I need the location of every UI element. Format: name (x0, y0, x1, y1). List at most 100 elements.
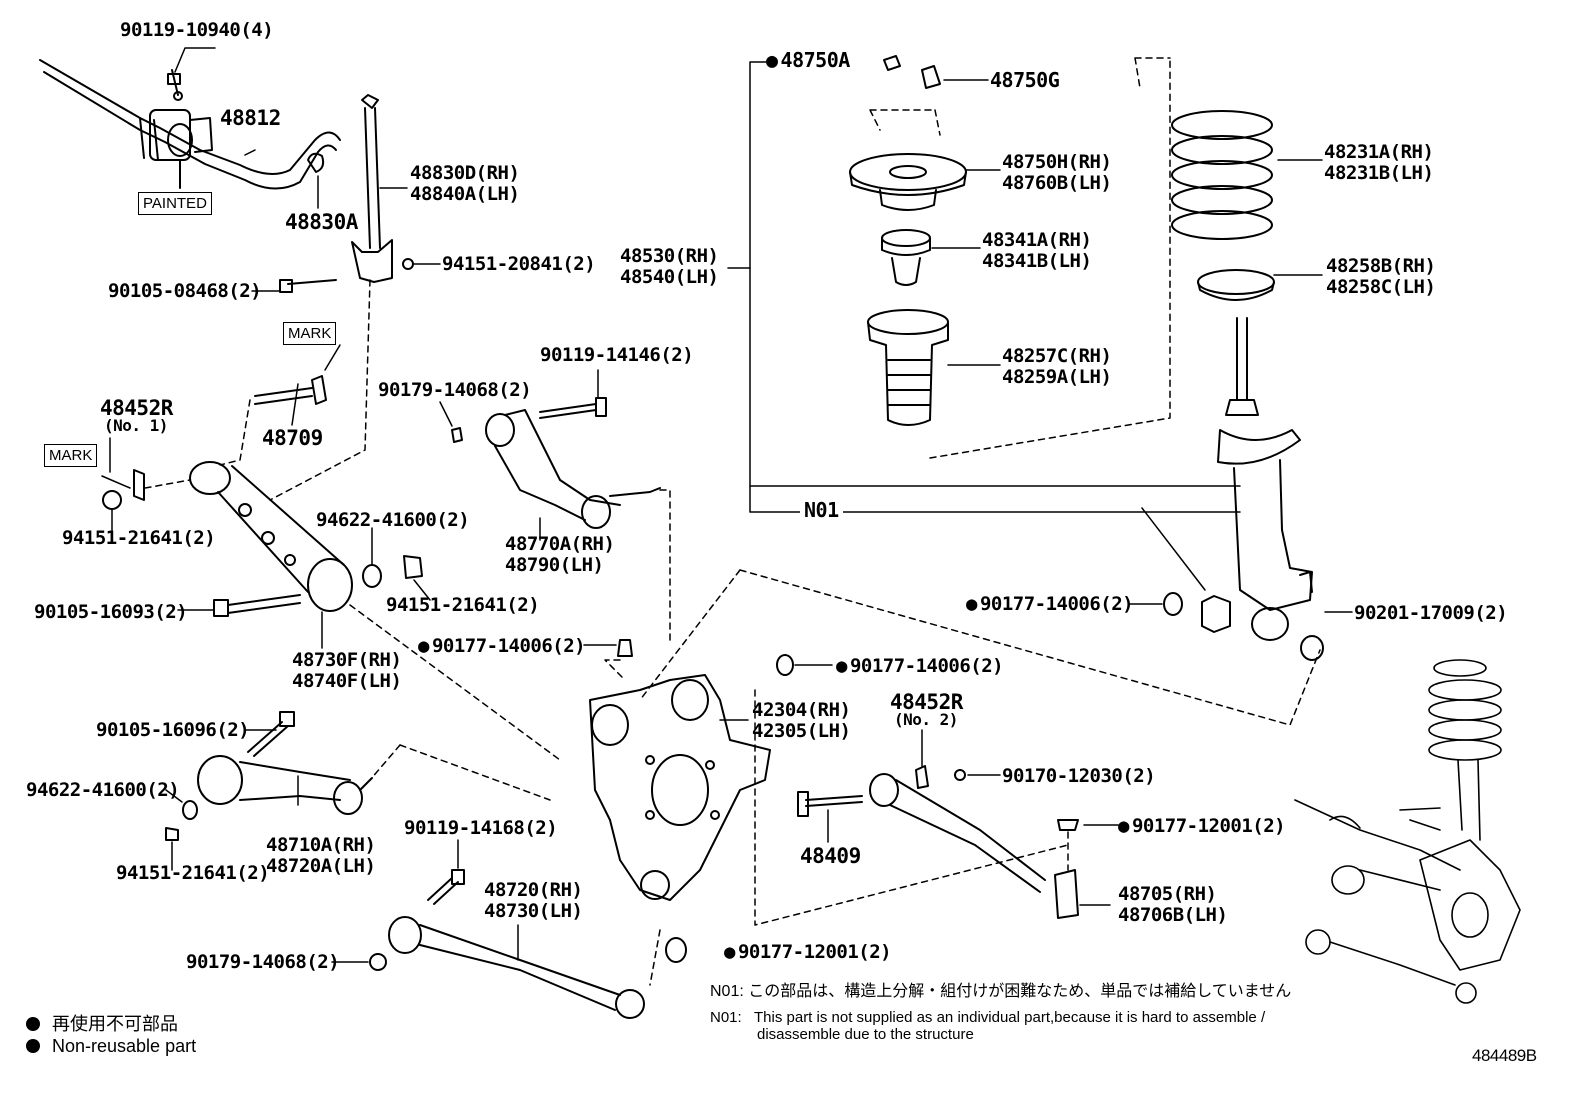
arm-48770A (485, 409, 661, 529)
nut-94151-b (403, 555, 423, 579)
label-48812: 48812 (220, 106, 281, 130)
label-48257C: 48257C(RH) (1002, 345, 1112, 367)
bushing-shock (1201, 595, 1231, 633)
label-48750H-48760B: 48750H(RH) 48760B(LH) (1002, 151, 1112, 194)
stabilizer-link (351, 94, 393, 283)
washer-48452R-no2 (915, 765, 929, 789)
shock-absorber-48530 (1217, 317, 1313, 641)
boot-48257C (867, 309, 949, 426)
assembly-preview (1294, 659, 1521, 1004)
label-48710A: 48710A(RH) (266, 834, 376, 856)
label-48530-48540: 48530(RH) 48540(LH) (620, 245, 719, 288)
legend-en-text: Non-reusable part (52, 1036, 197, 1056)
bolt-48409 (797, 791, 863, 817)
figure-id: 484489B (1472, 1046, 1537, 1065)
label-48530: 48530(RH) (620, 245, 719, 267)
label-48257C-48259A: 48257C(RH) 48259A(LH) (1002, 345, 1112, 388)
bolt-48709 (254, 375, 327, 426)
washer-94622-a (362, 564, 382, 588)
label-48341B: 48341B(LH) (982, 250, 1092, 272)
label-48790: 48790(LH) (505, 554, 604, 576)
label-48258C: 48258C(LH) (1326, 276, 1436, 298)
nut-48750G (921, 65, 941, 89)
label-48730: 48730(LH) (484, 900, 583, 922)
label-48740F: 48740F(LH) (292, 670, 402, 692)
note-n01-en-line2: disassemble due to the structure (757, 1026, 974, 1043)
label-48259A: 48259A(LH) (1002, 366, 1112, 388)
label-N01: N01 (800, 500, 843, 520)
label-90177-14006-a: 90177-14006(2) (418, 636, 586, 656)
bushing-90177-b (776, 654, 794, 676)
link-48705 (869, 773, 1079, 919)
nut-90177-12001-a (1057, 819, 1079, 831)
label-48730F-48740F: 48730F(RH) 48740F(LH) (292, 649, 402, 692)
label-48760B: 48760B(LH) (1002, 172, 1112, 194)
note-n01-jp-text: この部品は、構造上分解・組付けが困難なため、単品では補給していません (748, 983, 1292, 1000)
label-48830A: 48830A (285, 210, 358, 234)
label-mark-left: MARK (44, 444, 98, 467)
bolt-90105-08468 (279, 279, 337, 293)
label-90119-10940: 90119-10940(4) (120, 19, 274, 41)
label-90177-12001-b: 90177-12001(2) (724, 942, 892, 962)
nut-90179-14068-b (369, 953, 387, 971)
label-90119-14168: 90119-14168(2) (404, 817, 558, 839)
label-48452R: 48452R (100, 396, 173, 420)
label-90105-16093: 90105-16093(2) (34, 601, 188, 623)
label-94151-20841: 94151-20841(2) (442, 253, 596, 275)
label-94151-21641-c: 94151-21641(2) (116, 862, 270, 884)
label-94151-21641-b: 94151-21641(2) (386, 594, 540, 616)
label-no2: (No. 2) (894, 710, 958, 729)
label-48750G: 48750G (990, 68, 1060, 92)
label-48341A: 48341A(RH) (982, 229, 1092, 251)
nut-90179-14068-a (451, 427, 463, 443)
label-48231A-48231B: 48231A(RH) 48231B(LH) (1324, 142, 1434, 184)
label-90105-16096: 90105-16096(2) (96, 719, 250, 741)
bushing-48830A (307, 152, 325, 173)
label-painted: PAINTED (138, 192, 212, 215)
arm-48710A (197, 755, 373, 815)
label-48770A: 48770A(RH) (505, 533, 615, 555)
label-mark-top: MARK (283, 322, 337, 345)
bushing-90177-14006-c (1163, 592, 1183, 616)
bushing-90177-a (617, 639, 633, 657)
label-48706B: 48706B(LH) (1118, 904, 1228, 926)
label-90177-14006-b: 90177-14006(2) (836, 656, 1004, 676)
label-48705: 48705(RH) (1118, 883, 1217, 905)
legend-english: Non-reusable part (26, 1036, 196, 1057)
label-90170-12030: 90170-12030(2) (1002, 765, 1156, 787)
washer-48452R-no1 (102, 469, 145, 510)
label-90179-14068-a: 90179-14068(2) (378, 379, 532, 401)
label-94622-41600-a: 94622-41600(2) (316, 509, 470, 531)
label-90119-14146: 90119-14146(2) (540, 344, 694, 366)
bolt-90119-10940 (167, 69, 183, 101)
label-48258B-48258C: 48258B(RH) 48258C(LH) (1326, 255, 1436, 298)
note-n01-en-line1: This part is not supplied as an individu… (754, 1009, 1266, 1026)
arm-48720 (388, 916, 645, 1019)
bolt-90119-14146 (539, 397, 607, 419)
nut-94151-c (165, 827, 179, 841)
nut-48750A (883, 55, 901, 71)
bolt-90105-16096 (247, 711, 295, 757)
label-48341A-48341B: 48341A(RH) 48341B(LH) (982, 229, 1092, 272)
label-48540: 48540(LH) (620, 266, 719, 288)
label-48730F: 48730F(RH) (292, 649, 402, 671)
label-48452R-2: 48452R (890, 690, 963, 714)
label-48709: 48709 (262, 426, 323, 450)
label-48750H: 48750H(RH) (1002, 151, 1112, 173)
spring-48231 (1171, 110, 1273, 240)
label-48830D: 48830D(RH) (410, 162, 520, 184)
legend-bullet-icon (26, 1039, 40, 1053)
arm-48730F (189, 461, 353, 612)
label-48258B: 48258B(RH) (1326, 255, 1436, 277)
bolt-90119-14168 (427, 869, 465, 905)
bolt-90105-16093 (213, 594, 301, 617)
note-n01-jp-tag: N01: (710, 983, 744, 1000)
label-48720-48730: 48720(RH) 48730(LH) (484, 880, 583, 922)
insulator-48258B (1197, 269, 1275, 301)
label-90201-17009: 90201-17009(2) (1354, 602, 1508, 624)
note-n01-japanese: N01: この部品は、構造上分解・組付けが困難なため、単品では補給していません (710, 983, 1291, 1000)
label-48840A: 48840A(LH) (410, 183, 520, 205)
bumper-48341A (881, 229, 931, 286)
